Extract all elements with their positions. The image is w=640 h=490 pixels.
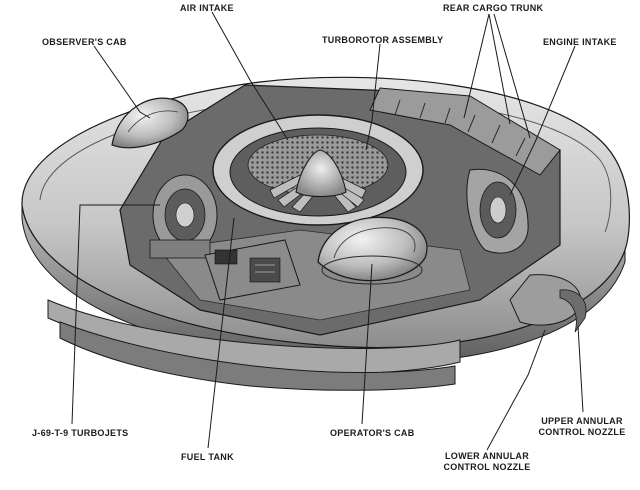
- label-rear-cargo-trunk: REAR CARGO TRUNK: [443, 3, 544, 13]
- label-upper-annular-line2: CONTROL NOZZLE: [538, 427, 626, 437]
- turbojet-engine-left: [149, 174, 218, 259]
- label-engine-intake: ENGINE INTAKE: [543, 37, 617, 47]
- cargo-trunk-ribs: [394, 99, 526, 157]
- label-lower-annular-line1: LOWER ANNULAR: [444, 451, 530, 461]
- label-j69-turbojets: J-69-T-9 TURBOJETS: [32, 428, 129, 438]
- label-observers-cab: OBSERVER'S CAB: [42, 37, 127, 47]
- label-upper-annular-line1: UPPER ANNULAR: [541, 416, 623, 426]
- label-lower-annular-line2: CONTROL NOZZLE: [443, 462, 531, 472]
- label-lower-annular-control-nozzle: LOWER ANNULAR CONTROL NOZZLE: [433, 451, 541, 473]
- turborotor-hub: [295, 149, 347, 198]
- label-operators-cab: OPERATOR'S CAB: [330, 428, 415, 438]
- leader-lines: [71, 11, 584, 451]
- label-turborotor-assembly: TURBOROTOR ASSEMBLY: [322, 35, 444, 45]
- upper-nozzle-lip: [559, 289, 587, 333]
- observers-cab-canopy-line: [127, 110, 179, 133]
- label-air-intake: AIR INTAKE: [180, 3, 234, 13]
- front-nozzle-band-lower: [59, 321, 456, 391]
- rear-cargo-trunk: [369, 87, 561, 176]
- label-fuel-tank: FUEL TANK: [181, 452, 234, 462]
- label-upper-annular-control-nozzle: UPPER ANNULAR CONTROL NOZZLE: [528, 416, 636, 438]
- fuel-tank: [204, 239, 301, 301]
